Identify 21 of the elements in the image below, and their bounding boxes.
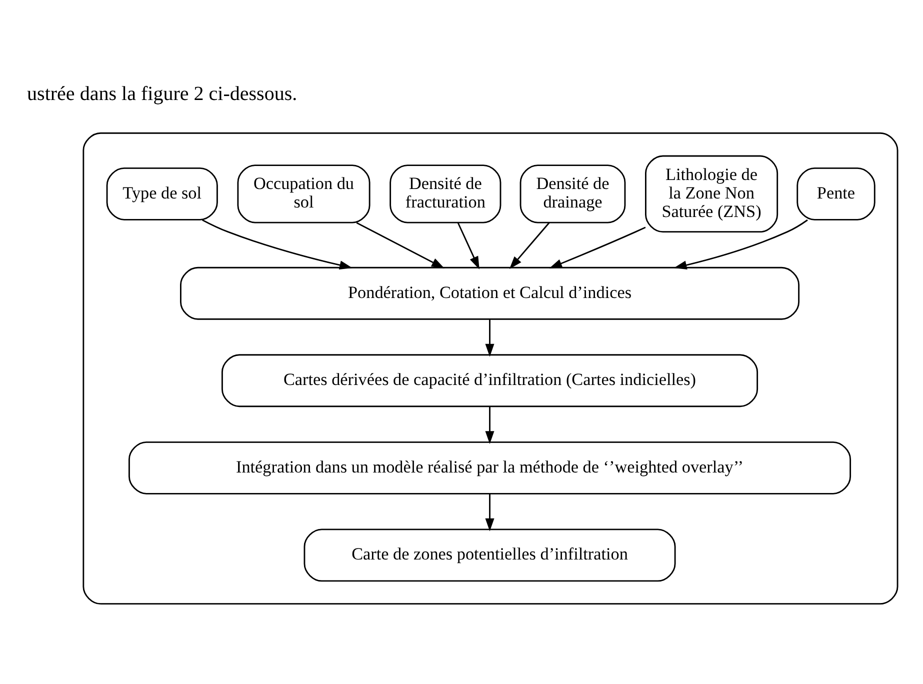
cluster (82, 132, 898, 605)
arrow (202, 219, 352, 270)
node-box: Type de sol (106, 167, 218, 220)
label: ustrée dans la figure 2 ci-dessous. (27, 82, 298, 105)
node-box: Densité de fracturation (390, 164, 502, 224)
arrow (485, 319, 494, 357)
node-box: Pente (796, 167, 876, 220)
node-box: Carte de zones potentielles d’infiltration (304, 528, 676, 582)
node-box: Occupation du sol (237, 164, 370, 224)
arrow (485, 406, 494, 444)
arrow (457, 222, 480, 270)
node-box: Intégration dans un modèle réalisé par la méthode de ‘’weighted overlay’’ (128, 441, 852, 494)
node-box: Cartes dérivées de capacité d’infiltration (Cartes indicielles) (222, 354, 758, 408)
node-box: Densité de drainage (520, 164, 626, 224)
node-box: Pondération, Cotation et Calcul d’indices (180, 266, 800, 320)
arrow (485, 494, 494, 532)
arrow (549, 226, 646, 268)
arrow (356, 222, 444, 268)
node-box: Lithologie de la Zone Non Saturée (ZNS) (645, 155, 778, 233)
arrow (509, 222, 550, 270)
arrow (674, 219, 808, 270)
